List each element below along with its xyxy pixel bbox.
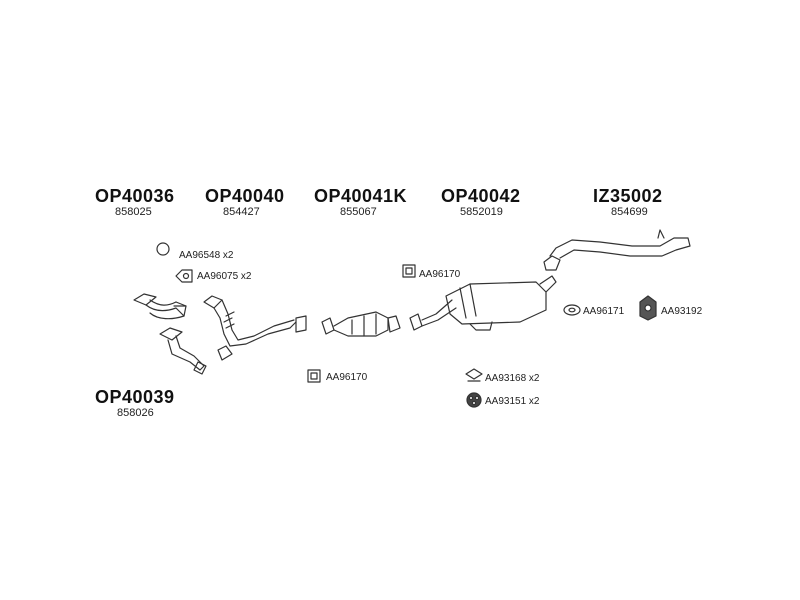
- square-gasket-icon: [307, 369, 321, 383]
- clamp-icon: [465, 368, 483, 382]
- oe-number-op40041k: 855067: [340, 206, 377, 218]
- rubber-mount-icon: [639, 295, 657, 321]
- accessory-label-aa93151[interactable]: AA93151 x2: [485, 396, 540, 407]
- oe-number-op40039: 858026: [117, 407, 154, 419]
- oe-number-op40042: 5852019: [460, 206, 503, 218]
- square-gasket-icon: [402, 264, 416, 278]
- twin-front-pipe-part-drawing: [203, 295, 307, 361]
- accessory-label-aa93168[interactable]: AA93168 x2: [485, 373, 540, 384]
- accessory-label-aa96170-front[interactable]: AA96170: [326, 372, 368, 383]
- part-code-op40042[interactable]: OP40042: [441, 186, 521, 206]
- part-code-iz35002[interactable]: IZ35002: [593, 186, 663, 206]
- catalytic-converter-part-drawing: [321, 311, 401, 337]
- rubber-hanger-icon: [466, 392, 482, 408]
- o-ring-icon: [156, 242, 170, 256]
- oe-number-op40036: 858025: [115, 206, 152, 218]
- part-code-op40041k[interactable]: OP40041K: [314, 186, 408, 206]
- oval-gasket-icon: [563, 304, 581, 316]
- accessory-label-aa96171[interactable]: AA96171: [583, 306, 625, 317]
- part-code-op40036[interactable]: OP40036: [95, 186, 175, 206]
- accessory-label-aa96548[interactable]: AA96548 x2: [179, 250, 234, 261]
- downpipe-upper-part-drawing: [133, 293, 187, 320]
- accessory-label-aa96075[interactable]: AA96075 x2: [197, 271, 252, 282]
- accessory-label-aa93192[interactable]: AA93192: [661, 306, 703, 317]
- downpipe-lower-part-drawing: [159, 327, 207, 375]
- oe-number-op40040: 854427: [223, 206, 260, 218]
- tailpipe-part-drawing: [543, 229, 691, 271]
- part-code-op40039[interactable]: OP40039: [95, 387, 175, 407]
- flange-gasket-icon: [175, 269, 193, 283]
- accessory-label-aa96170-rear[interactable]: AA96170: [419, 269, 461, 280]
- oe-number-iz35002: 854699: [611, 206, 648, 218]
- part-code-op40040[interactable]: OP40040: [205, 186, 285, 206]
- rear-silencer-part-drawing: [409, 275, 557, 331]
